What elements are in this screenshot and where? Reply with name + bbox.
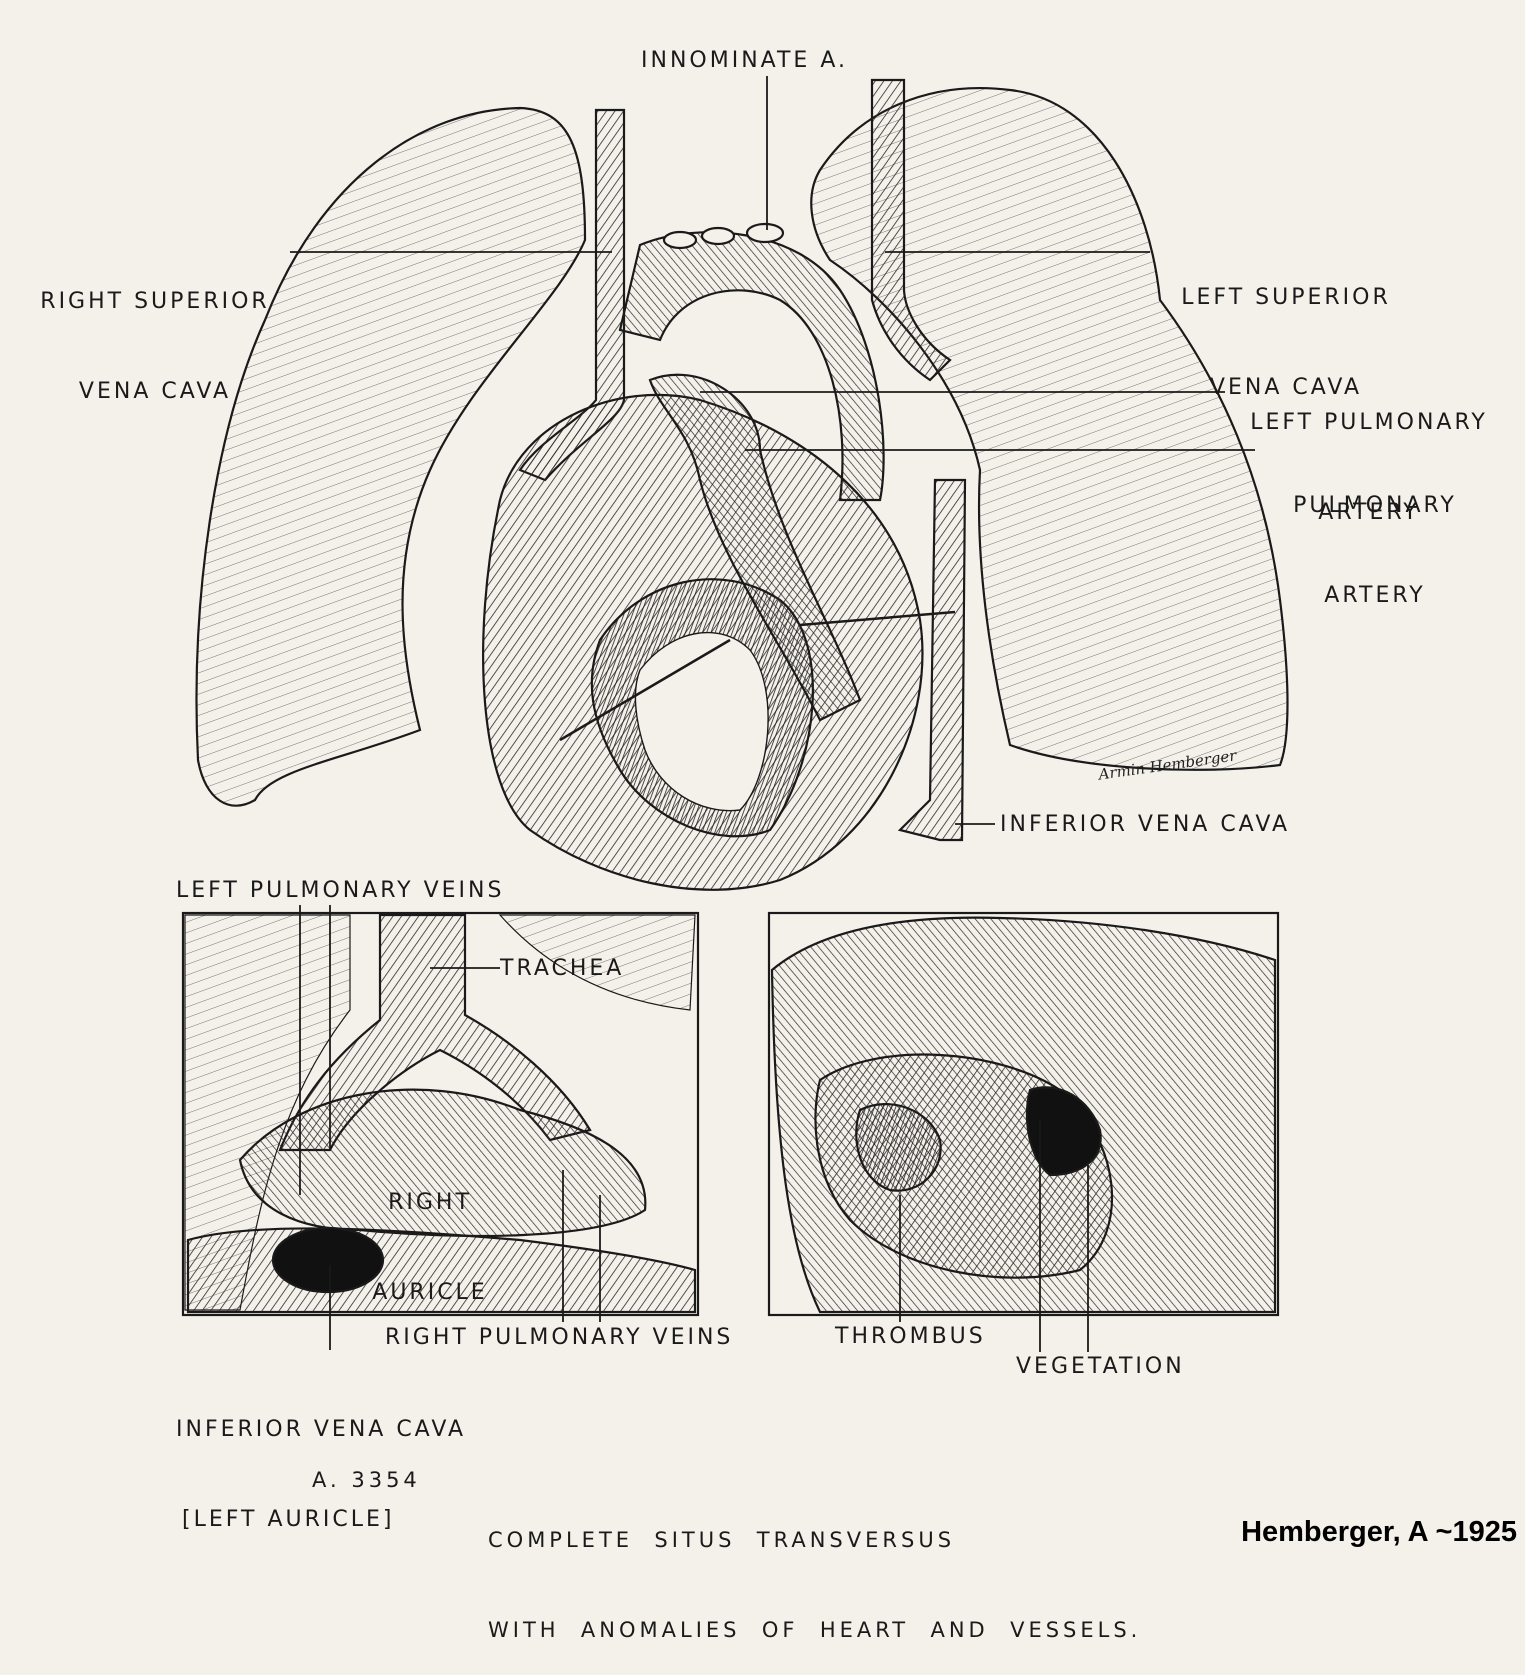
pulmonary-artery <box>648 373 862 722</box>
caption-line-1: COMPLETE SITUS TRANSVERSUS <box>488 1528 956 1552</box>
left-superior-vena-cava <box>870 78 952 382</box>
image-credit: Hemberger, A ~1925 <box>1241 1516 1517 1548</box>
label-pulmonary-artery: PULMONARY ARTERY <box>1268 431 1482 641</box>
inset-trachea <box>278 913 592 1152</box>
label-line: VENA CAVA <box>1209 375 1363 400</box>
main-figure <box>195 78 1289 891</box>
caption-title: COMPLETE SITUS TRANSVERSUS WITH ANOMALIE… <box>488 1465 1141 1675</box>
probe-1 <box>559 638 731 742</box>
label-inferior-vena-cava-left-auricle: INFERIOR VENA CAVA [LEFT AURICLE] <box>176 1355 466 1565</box>
innominate-ostium-2 <box>700 226 736 246</box>
inset-left <box>181 911 700 1317</box>
right-lung <box>195 106 587 807</box>
label-line: ARTERY <box>1318 500 1420 525</box>
label-line: AURICLE <box>372 1280 488 1305</box>
leader-lines-main <box>290 76 1255 825</box>
inset-vegetation-opening <box>1025 1086 1102 1177</box>
label-innominate: INNOMINATE A. <box>641 48 848 73</box>
caption-line-2: WITH ANOMALIES OF HEART AND VESSELS. <box>488 1618 1142 1642</box>
label-right-superior-vena-cava: RIGHT SUPERIOR VENA CAVA <box>20 227 290 437</box>
label-trachea: TRACHEA <box>500 956 625 981</box>
label-line: LEFT PULMONARY <box>1250 410 1488 435</box>
label-right-auricle: RIGHT AURICLE <box>350 1128 510 1338</box>
label-vegetation: VEGETATION <box>1016 1354 1185 1379</box>
inferior-vena-cava <box>897 478 967 842</box>
inset-lung-right <box>498 914 696 1011</box>
label-line: INFERIOR VENA CAVA <box>176 1417 467 1442</box>
label-line: RIGHT <box>388 1190 472 1215</box>
innominate-ostium-3 <box>745 222 785 244</box>
label-left-superior-vena-cava: LEFT SUPERIOR VENA CAVA <box>1155 223 1417 433</box>
label-inferior-vena-cava: INFERIOR VENA CAVA <box>1000 812 1291 837</box>
label-right-pulmonary-veins: RIGHT PULMONARY VEINS <box>385 1325 734 1350</box>
label-line: VENA CAVA <box>78 379 232 404</box>
label-line: PULMONARY <box>1293 493 1457 518</box>
label-line: ARTERY <box>1324 583 1426 608</box>
plate-number: A. 3354 <box>312 1468 421 1492</box>
inset-ivc-opening <box>271 1226 385 1294</box>
label-left-pulmonary-artery: LEFT PULMONARY ARTERY <box>1225 348 1513 558</box>
label-left-pulmonary-veins: LEFT PULMONARY VEINS <box>176 878 505 903</box>
inset-thrombus <box>855 1103 942 1192</box>
label-line: [LEFT AURICLE] <box>182 1507 395 1532</box>
leader-lines-insets <box>299 905 1089 1352</box>
innominate-ostium-1 <box>662 230 698 250</box>
anatomical-illustration <box>181 76 1289 1352</box>
inset-right <box>767 911 1280 1317</box>
probe-2 <box>799 610 956 627</box>
label-line: LEFT SUPERIOR <box>1181 285 1391 310</box>
label-thrombus: THROMBUS <box>835 1324 986 1349</box>
label-line: RIGHT SUPERIOR <box>40 289 270 314</box>
